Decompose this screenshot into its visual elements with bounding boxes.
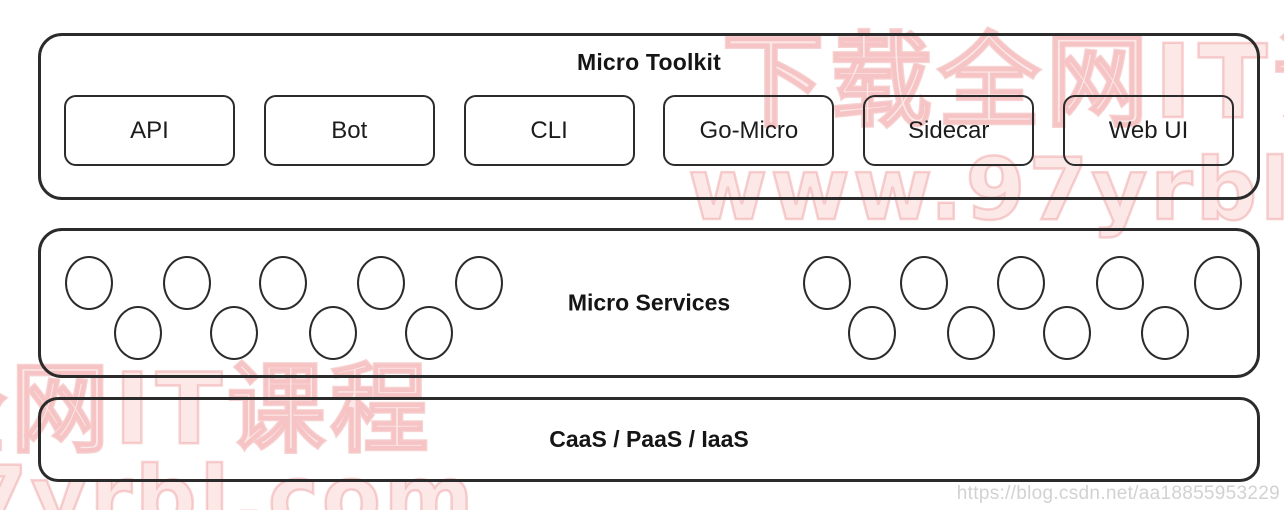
- service-circle: [1141, 306, 1189, 360]
- toolkit-item-go-micro: Go-Micro: [663, 95, 835, 166]
- micro-toolkit-panel: Micro Toolkit API Bot CLI Go-Micro Sidec…: [38, 33, 1260, 200]
- service-circle: [65, 256, 113, 310]
- micro-services-title: Micro Services: [567, 289, 731, 316]
- toolkit-item-api: API: [64, 95, 235, 166]
- service-circle: [455, 256, 503, 310]
- service-circle: [357, 256, 405, 310]
- micro-toolkit-title: Micro Toolkit: [576, 49, 721, 75]
- service-circle: [803, 256, 851, 310]
- service-circle: [259, 256, 307, 310]
- service-circle: [1096, 256, 1144, 310]
- service-circle: [309, 306, 357, 360]
- infrastructure-title: CaaS / PaaS / IaaS: [549, 426, 749, 452]
- toolkit-item-bot: Bot: [263, 95, 435, 166]
- toolkit-item-cli: CLI: [463, 95, 635, 166]
- service-circle: [947, 306, 995, 360]
- infrastructure-panel: CaaS / PaaS / IaaS: [38, 397, 1260, 482]
- toolkit-items-row: API Bot CLI Go-Micro Sidecar Web UI: [41, 95, 1257, 166]
- csdn-watermark-url: https://blog.csdn.net/aa18855953229: [956, 483, 1280, 504]
- service-circle: [1043, 306, 1091, 360]
- service-circle: [1194, 256, 1242, 310]
- service-circle: [997, 256, 1045, 310]
- toolkit-item-web-ui: Web UI: [1062, 95, 1234, 166]
- service-circle: [848, 306, 896, 360]
- service-circle: [210, 306, 258, 360]
- toolkit-item-sidecar: Sidecar: [863, 95, 1035, 166]
- service-circle: [900, 256, 948, 310]
- service-circle: [163, 256, 211, 310]
- micro-services-panel: Micro Services: [38, 228, 1260, 378]
- service-circle: [114, 306, 162, 360]
- service-circle: [405, 306, 453, 360]
